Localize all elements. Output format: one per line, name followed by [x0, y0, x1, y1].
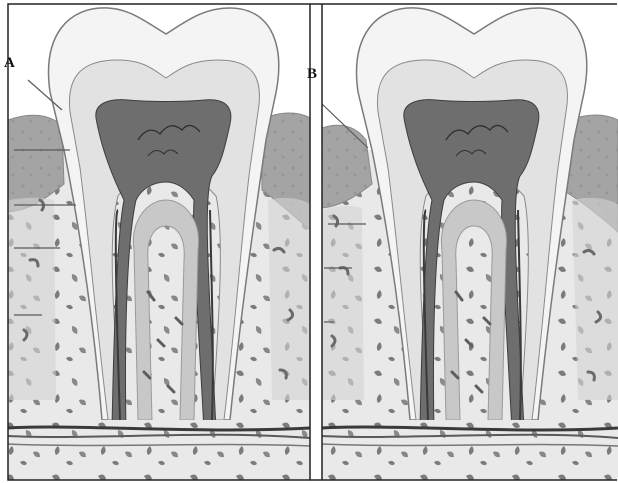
panel-b-illustration: [322, 4, 618, 480]
panel-b-label: B: [307, 67, 317, 82]
panel-a-label: A: [4, 56, 15, 71]
panel-a-illustration: [8, 4, 310, 480]
